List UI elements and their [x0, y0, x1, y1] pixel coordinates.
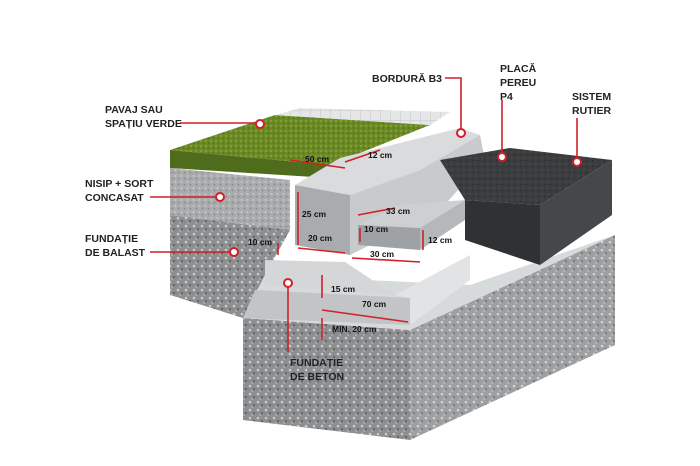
- dim-line-20: [297, 247, 346, 254]
- label-sistem-line1: SISTEM: [572, 91, 611, 103]
- dimension-labels: 50 cm 12 cm 25 cm 20 cm 10 cm 33 cm 10 c…: [248, 150, 453, 334]
- plate-front: [358, 225, 420, 250]
- plate-top: [358, 200, 465, 228]
- label-bordura: BORDURĂ B3: [372, 72, 442, 85]
- road-system: [440, 148, 612, 265]
- dim-line-30: [351, 257, 421, 263]
- curb-front: [295, 185, 350, 255]
- label-pavaj-line1: PAVAJ SAU: [105, 104, 163, 116]
- callout-leaders: [150, 77, 582, 352]
- marker-balast: [229, 247, 239, 257]
- dim-10-plate: 10 cm: [364, 224, 389, 234]
- marker-nisip: [215, 192, 225, 202]
- sand-layer: [170, 168, 290, 230]
- label-balast-line2: DE BALAST: [85, 247, 146, 259]
- label-pavaj-line2: SPAȚIU VERDE: [105, 118, 182, 130]
- plate-side: [420, 200, 465, 250]
- grass-front: [170, 150, 330, 178]
- asphalt-side: [540, 160, 612, 265]
- dim-10-left: 10 cm: [248, 237, 273, 247]
- label-beton-line1: FUNDAȚIE: [290, 357, 343, 369]
- dim-12-top: 12 cm: [368, 150, 393, 160]
- marker-placa: [497, 152, 507, 162]
- callout-labels: PAVAJ SAU SPAȚIU VERDE NISIP + SORT CONC…: [85, 62, 612, 383]
- dim-line-70: [321, 309, 409, 323]
- grass-top: [170, 115, 430, 165]
- label-balast-line1: FUNDAȚIE: [85, 233, 138, 245]
- foundation-slope: [395, 255, 470, 325]
- ballast-base-front: [243, 318, 410, 440]
- label-beton-line2: DE BETON: [290, 371, 344, 383]
- paving-top: [275, 108, 450, 125]
- label-nisip-line2: CONCASAT: [85, 192, 144, 204]
- marker-sistem: [572, 157, 582, 167]
- ballast-layer-left: [170, 215, 290, 318]
- asphalt-front: [465, 200, 540, 265]
- marker-bordura: [456, 128, 466, 138]
- plate-p4: [358, 200, 465, 250]
- label-nisip-line1: NISIP + SORT: [85, 178, 154, 190]
- curb-top: [295, 128, 480, 195]
- dim-70: 70 cm: [362, 299, 387, 309]
- dim-33: 33 cm: [386, 206, 411, 216]
- label-placa-line2: PEREU: [500, 77, 536, 89]
- dim-50: 50 cm: [305, 154, 330, 164]
- dim-20: 20 cm: [308, 233, 333, 243]
- dim-line-12-top: [344, 149, 381, 163]
- marker-pavaj: [255, 119, 265, 129]
- ground-layers: [170, 108, 615, 440]
- dim-25: 25 cm: [302, 209, 327, 219]
- dimension-lines: [277, 149, 424, 340]
- dim-line-50: [289, 159, 346, 169]
- asphalt-top: [440, 148, 612, 205]
- leader-bordura: [445, 77, 462, 130]
- dim-min20: MIN. 20 cm: [332, 324, 377, 334]
- label-placa-line3: P4: [500, 91, 513, 103]
- marker-beton: [283, 278, 293, 288]
- dim-line-33: [357, 207, 396, 216]
- dim-15: 15 cm: [331, 284, 356, 294]
- foundation-top: [265, 260, 395, 295]
- dim-12-plate: 12 cm: [428, 235, 453, 245]
- dim-30: 30 cm: [370, 249, 395, 259]
- label-sistem-line2: RUTIER: [572, 105, 612, 117]
- label-placa-line1: PLACĂ: [500, 62, 537, 75]
- ballast-base-side: [410, 235, 615, 440]
